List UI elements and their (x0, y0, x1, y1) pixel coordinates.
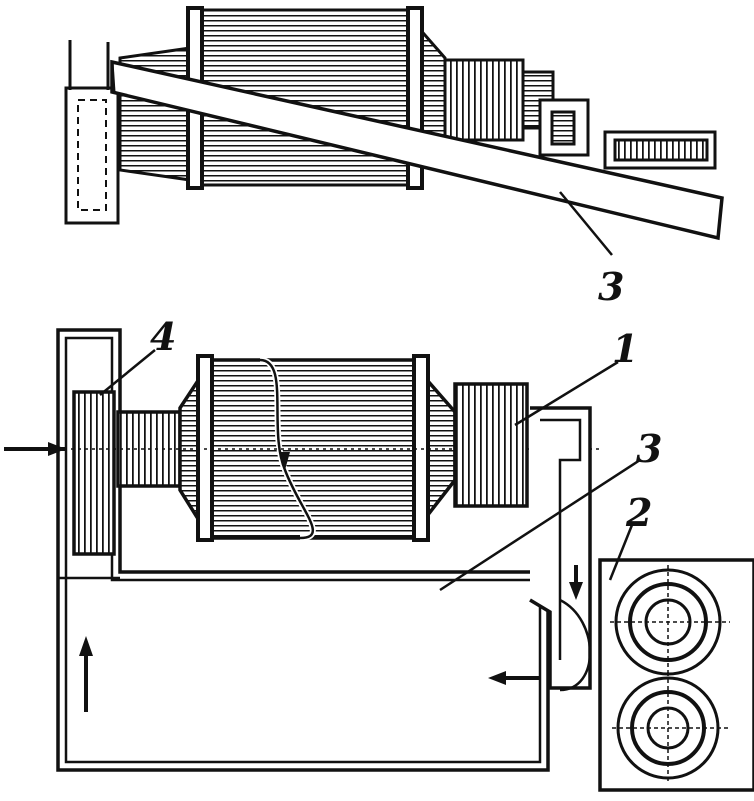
upper-roller (610, 565, 730, 680)
roller-leader (608, 524, 634, 581)
discharge-duct (488, 406, 592, 692)
label-gear: 4 (150, 314, 177, 359)
gear-wheel (72, 390, 116, 556)
return-arrow (79, 636, 93, 712)
bottom-chute-leader (439, 458, 641, 592)
top-view (64, 6, 724, 256)
top-drive (443, 58, 717, 170)
top-left-support (64, 40, 120, 225)
front-drum (15, 354, 600, 542)
lower-roller (612, 672, 728, 784)
drum-leader (514, 360, 619, 427)
label-chute-top: 3 (598, 264, 625, 309)
label-chute-bottom: 3 (636, 426, 663, 471)
label-drum: 1 (612, 326, 639, 371)
gear-leader (99, 349, 156, 396)
top-chute (110, 59, 724, 241)
top-chute-leader (559, 191, 613, 256)
label-rollers: 2 (626, 490, 653, 535)
front-view (4, 328, 754, 792)
